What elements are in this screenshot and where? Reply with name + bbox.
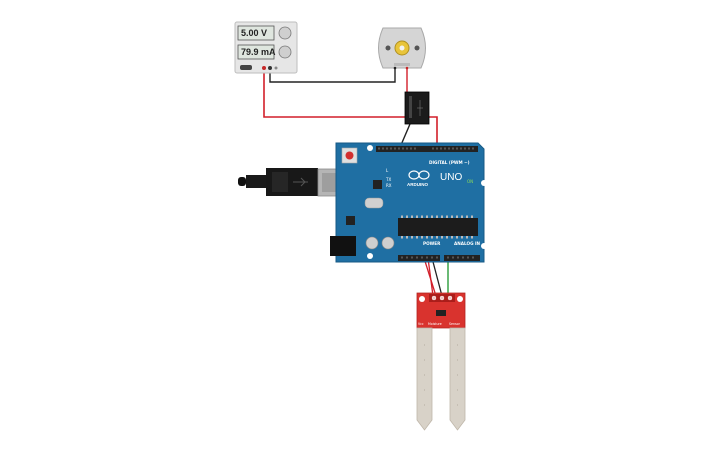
soil-moisture-sensor[interactable]: Vcc Moisture Sensor [416, 292, 466, 431]
voltage-knob[interactable] [278, 26, 292, 40]
relay-module[interactable] [404, 91, 430, 125]
arduino-uno[interactable]: DIGITAL (PWM ~) ARDUINO UNO L TX RX ON P… [330, 142, 487, 263]
sensor-pin-sensor: Sensor [449, 322, 461, 326]
terminal-ground[interactable] [274, 66, 278, 70]
current-knob[interactable] [278, 45, 292, 59]
atmega-chip [398, 218, 478, 236]
power-header[interactable] [398, 255, 440, 261]
model-label: UNO [440, 172, 462, 183]
led-tx-label: TX [385, 177, 391, 182]
dc-motor[interactable] [378, 27, 426, 70]
usb-cable[interactable] [238, 168, 343, 197]
wire-black-sensor-gnd[interactable] [431, 257, 443, 297]
sensor-pin-vcc: Vcc [418, 322, 424, 326]
led-l-label: L [386, 168, 389, 173]
power-header-label: POWER [423, 241, 441, 246]
wire-black-supply-motor[interactable] [269, 68, 396, 83]
arduino-logo-icon [408, 170, 430, 180]
led-on-label: ON [467, 179, 473, 184]
voltage-readout: 5.00 V [241, 28, 267, 38]
wire-red-sensor-vcc2[interactable] [427, 257, 434, 297]
analog-header-label: ANALOG IN [454, 241, 481, 246]
wires [263, 68, 449, 297]
power-jack[interactable] [330, 236, 356, 256]
led-rx-label: RX [386, 183, 392, 188]
digital-header[interactable] [376, 146, 478, 152]
digital-header-label: DIGITAL (PWM ~) [429, 160, 470, 165]
wire-red-supply[interactable] [263, 68, 438, 152]
sensor-pin-moisture: Moisture [428, 322, 442, 326]
sensor-probe-left [416, 327, 433, 431]
terminal-positive[interactable] [262, 66, 266, 70]
sensor-probe-right [449, 327, 466, 431]
power-supply[interactable]: 5.00 V 79.9 mA [234, 21, 298, 74]
usb-icon [293, 177, 308, 187]
terminal-negative[interactable] [268, 66, 272, 70]
brand-label: ARDUINO [407, 182, 428, 187]
current-readout: 79.9 mA [241, 47, 276, 57]
